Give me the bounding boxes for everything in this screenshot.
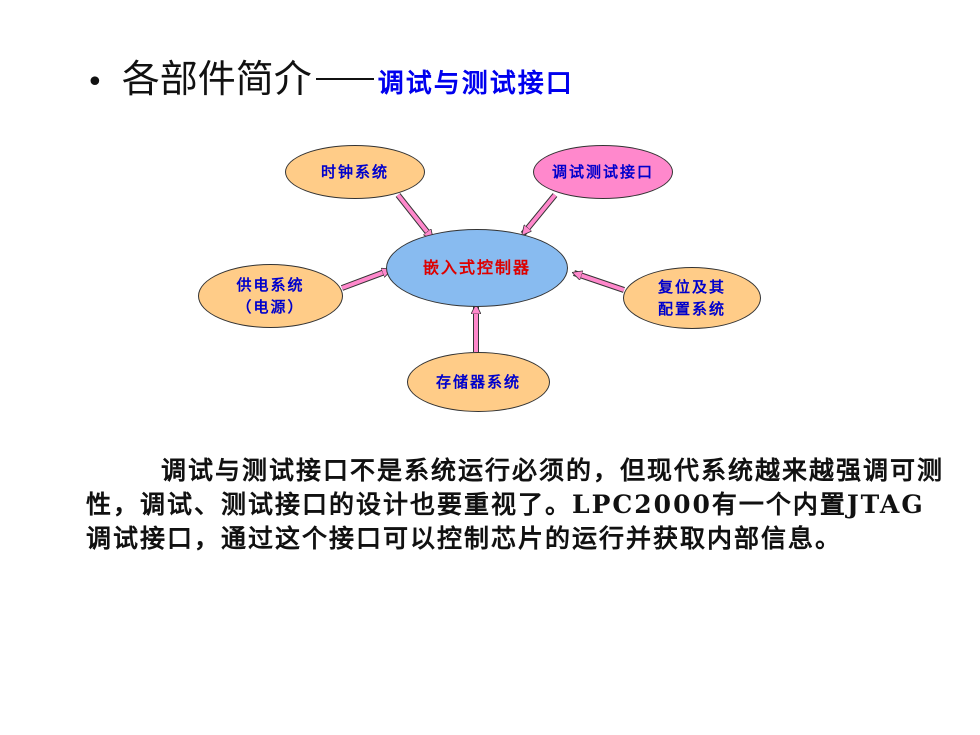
node-center-label: 嵌入式控制器 [422, 258, 531, 277]
node-clock-label: 时钟系统 [320, 163, 389, 181]
slide-title: • 各部件简介 调试与测试接口 [86, 48, 574, 103]
bullet: • [86, 65, 104, 100]
node-reset-label-2: 配置系统 [657, 300, 726, 318]
node-clock-system: 时钟系统 [285, 145, 425, 199]
description-text: 调试与测试接口不是系统运行必须的，但现代系统越来越强调可测性，调试、测试接口的设… [86, 454, 946, 556]
description-paragraph: 调试与测试接口不是系统运行必须的，但现代系统越来越强调可测性，调试、测试接口的设… [86, 456, 945, 553]
node-reset-config: 复位及其 配置系统 [623, 267, 761, 329]
arrow-power-to-center [341, 270, 390, 290]
node-power-system: 供电系统 （电源） [198, 264, 343, 328]
arrow-clock-to-center [396, 193, 432, 238]
node-embedded-controller: 嵌入式控制器 [386, 229, 568, 307]
node-storage-label: 存储器系统 [435, 373, 521, 391]
node-debug-label: 调试测试接口 [551, 163, 654, 181]
node-power-label-1: 供电系统 [236, 276, 305, 294]
node-debug-interface: 调试测试接口 [533, 145, 673, 199]
title-main: 各部件简介 [121, 57, 312, 101]
title-subtitle: 调试与测试接口 [377, 69, 574, 99]
node-power-label-2: （电源） [236, 298, 305, 316]
node-reset-label-1: 复位及其 [657, 278, 726, 296]
title-dash [315, 78, 374, 80]
arrow-reset-to-center [574, 273, 625, 292]
node-storage-system: 存储器系统 [407, 352, 550, 412]
arrow-debug-to-center [523, 193, 557, 234]
